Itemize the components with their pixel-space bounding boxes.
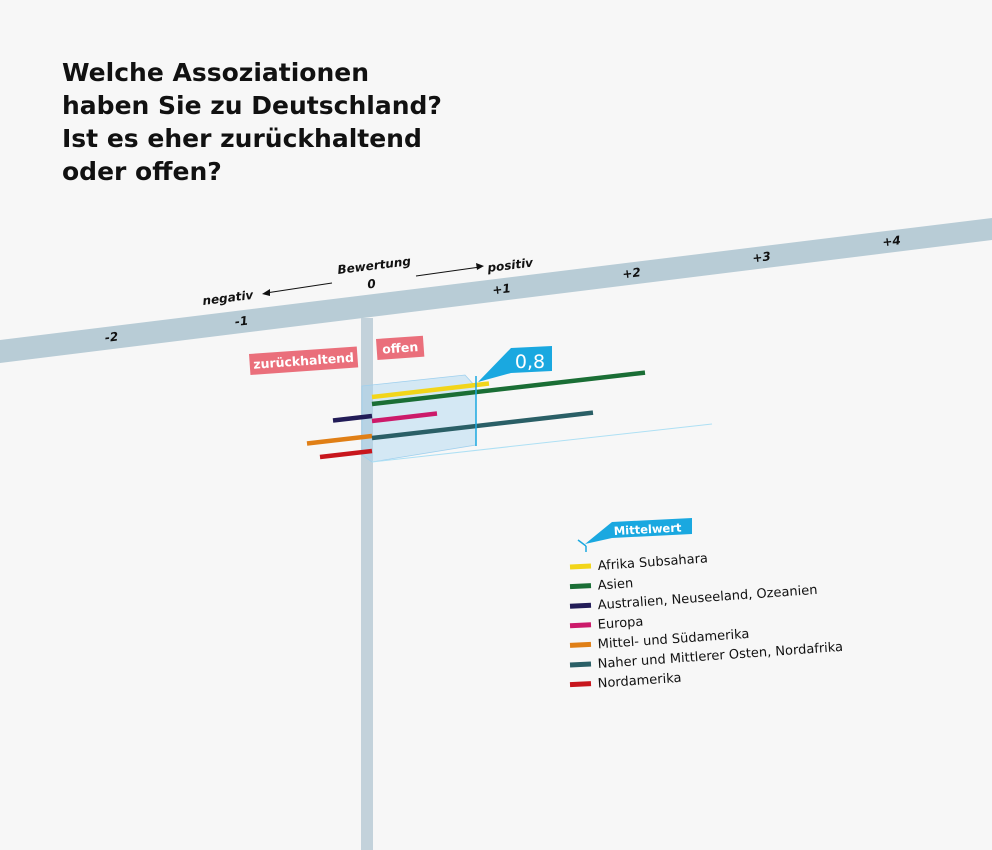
tick-label: -2 xyxy=(104,329,119,345)
axis-negative-label: negativ xyxy=(202,288,256,308)
bar xyxy=(319,448,373,460)
legend-item: Nordamerika xyxy=(569,671,682,692)
legend-swatch xyxy=(569,641,592,648)
label-offen: offen xyxy=(376,335,425,360)
title-line: Welche Assoziationen xyxy=(62,58,370,87)
legend-swatch xyxy=(569,583,592,590)
legend-swatch xyxy=(569,563,592,570)
legend-swatch xyxy=(569,602,592,609)
label-zurueckhaltend: zurückhaltend xyxy=(249,346,359,375)
label-zurueckhaltend-text: zurückhaltend xyxy=(253,350,355,372)
legend-label: Europa xyxy=(597,615,644,633)
title-line: oder offen? xyxy=(62,157,222,186)
title-line: Ist es eher zurückhaltend xyxy=(62,124,422,153)
legend-label: Afrika Subsahara xyxy=(597,551,708,574)
tick-label: -1 xyxy=(234,314,249,330)
tick-label: +1 xyxy=(492,281,512,297)
label-offen-text: offen xyxy=(382,339,419,356)
legend-swatch xyxy=(569,622,592,629)
bar xyxy=(371,411,438,424)
tick-label: +4 xyxy=(882,233,902,249)
axis-title: Bewertung xyxy=(337,254,412,277)
legend-swatch xyxy=(569,681,592,688)
bar xyxy=(371,381,490,400)
legend-mean-label: Mittelwert xyxy=(613,520,682,538)
tick-label: +3 xyxy=(752,249,772,265)
bar xyxy=(332,413,373,423)
mean-callout: 0,8 xyxy=(478,346,552,382)
legend-label: Nordamerika xyxy=(597,671,682,692)
legend: Mittelwert Afrika SubsaharaAsienAustrali… xyxy=(569,518,844,692)
negative-arrow xyxy=(262,282,333,296)
axis-positive-label: positiv xyxy=(486,255,535,275)
legend-item: Europa xyxy=(569,615,644,633)
title-line: haben Sie zu Deutschland? xyxy=(62,91,442,120)
legend-mean: Mittelwert xyxy=(577,518,692,552)
bar xyxy=(371,370,646,407)
bar xyxy=(306,433,373,446)
tick-label: +2 xyxy=(622,265,642,281)
legend-item: Afrika Subsahara xyxy=(569,551,708,574)
legend-label: Asien xyxy=(597,576,633,593)
legend-item: Asien xyxy=(569,576,634,594)
legend-swatch xyxy=(569,661,592,668)
tick-label: 0 xyxy=(367,277,377,292)
positive-arrow xyxy=(415,263,484,277)
axis-band xyxy=(0,218,992,363)
floor-line xyxy=(371,423,713,463)
chart-title: Welche Assoziationen haben Sie zu Deutsc… xyxy=(62,56,502,188)
bar xyxy=(371,410,594,441)
mean-value: 0,8 xyxy=(515,351,545,373)
